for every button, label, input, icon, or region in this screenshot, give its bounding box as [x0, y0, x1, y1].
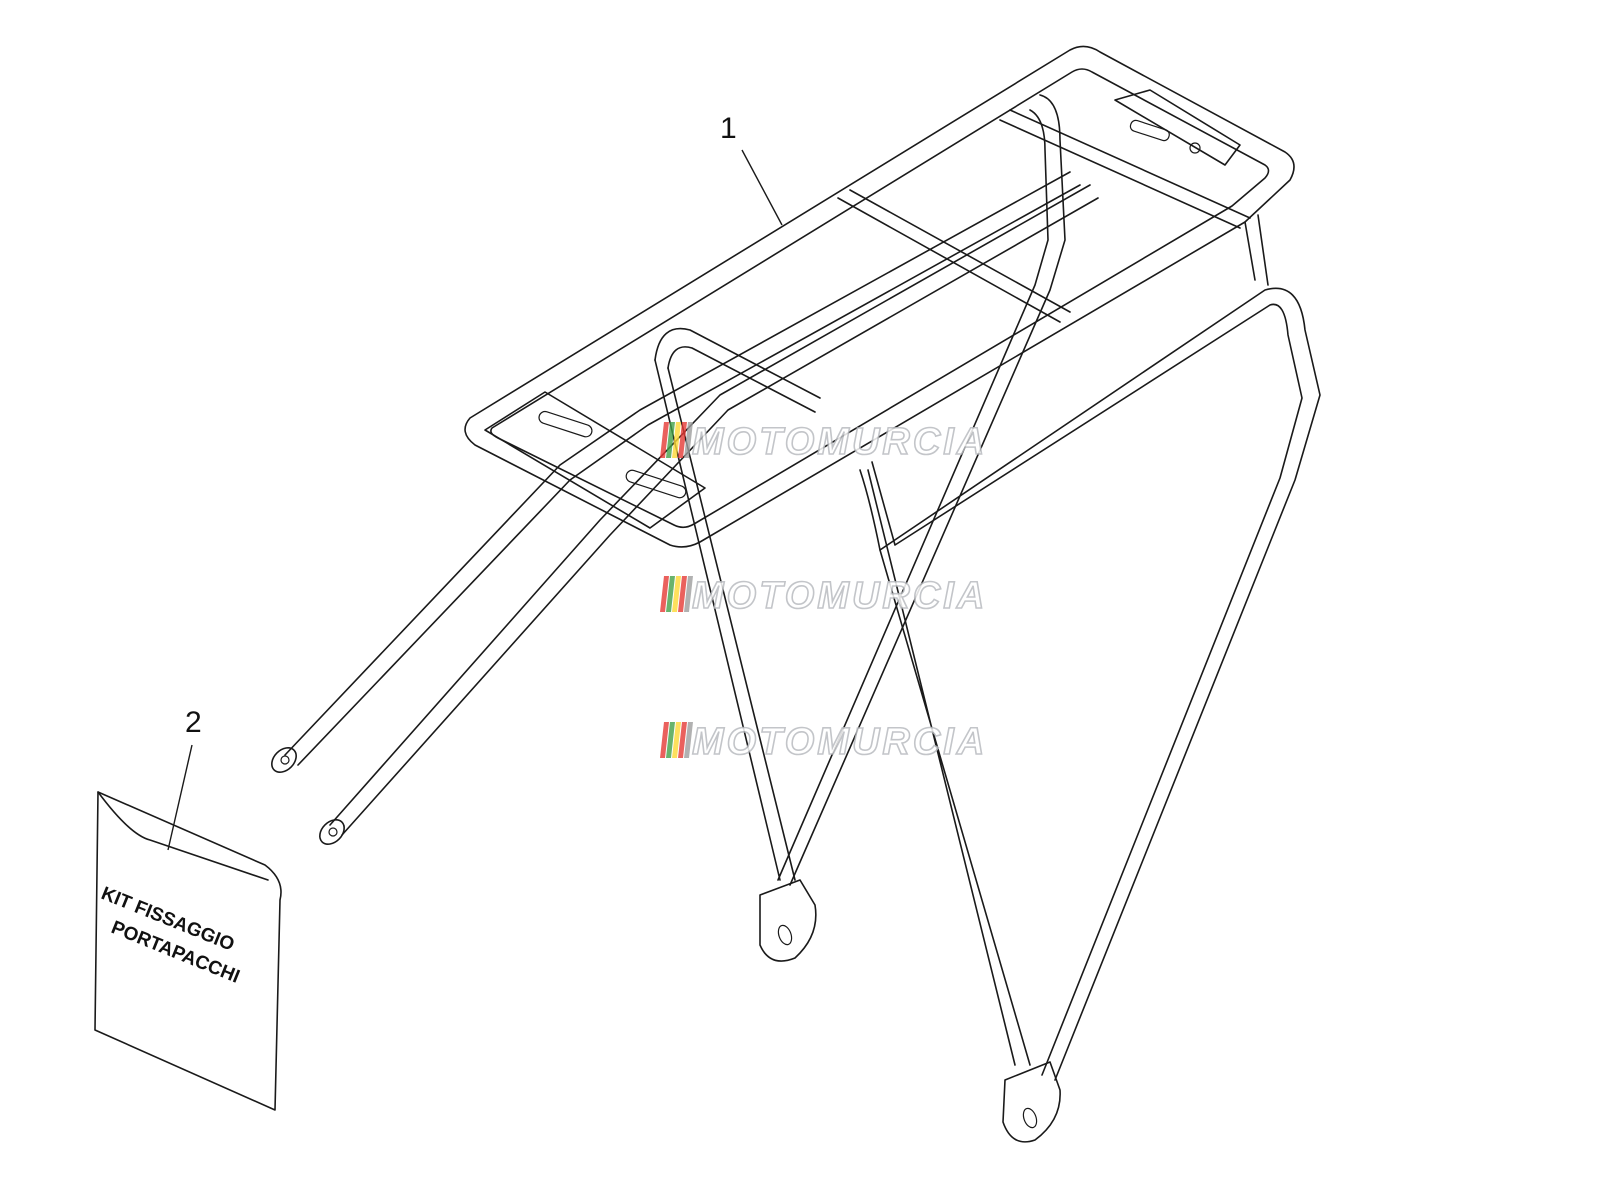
rack-crossbar-2: [999, 109, 1251, 229]
front-plate-slot-1: [538, 410, 593, 438]
rack-rear-foot: [1002, 1061, 1061, 1143]
watermark-stripe: [672, 576, 681, 612]
rail-eyelet-right-hole: [328, 827, 338, 837]
watermark-stripe: [660, 722, 669, 758]
watermark-3: MOTOMURCIA: [660, 720, 987, 764]
watermark-2: MOTOMURCIA: [660, 574, 987, 618]
front-foot-hole: [777, 924, 793, 946]
watermark-stripe: [684, 422, 693, 458]
watermark-stripe: [666, 576, 675, 612]
luggage-rack: [271, 45, 1321, 1143]
callout-leader-1: [741, 149, 783, 226]
rack-rear-plate: [1114, 89, 1241, 166]
rack-top-frame-outer: [464, 45, 1295, 548]
watermark-stripe: [678, 722, 687, 758]
watermark-stripe: [660, 576, 669, 612]
rack-rear-hoop: [859, 287, 1321, 1081]
watermark-text: MOTOMURCIA: [692, 721, 987, 763]
rack-lower-rail-right: [329, 184, 1099, 836]
watermark-stripe: [672, 422, 681, 458]
watermark-stripe: [666, 422, 675, 458]
watermark-stripes: [660, 722, 693, 758]
watermark-stripes: [660, 576, 693, 612]
callout-leader-2: [167, 744, 193, 851]
watermark-stripe: [684, 576, 693, 612]
callout-number-2: 2: [185, 706, 202, 739]
callout-number-1: 1: [720, 112, 737, 145]
watermark-stripe: [666, 722, 675, 758]
rack-front-plate: [484, 391, 706, 529]
watermark-text: MOTOMURCIA: [692, 421, 987, 463]
rack-rear-leg: [867, 469, 1031, 1066]
rack-front-u-loop: [654, 327, 821, 413]
kit-bag-outline: [94, 791, 282, 1111]
watermark-stripes: [660, 422, 693, 458]
rear-foot-hole: [1022, 1107, 1038, 1129]
kit-bag-flap: [97, 791, 269, 881]
watermark-1: MOTOMURCIA: [660, 420, 987, 464]
rack-front-foot: [759, 879, 817, 962]
rail-eyelet-right: [319, 819, 345, 845]
watermark-stripe: [678, 576, 687, 612]
callout-2: 2: [167, 706, 202, 851]
watermark-stripe: [678, 422, 687, 458]
rail-eyelet-left-hole: [280, 755, 290, 765]
front-plate-slot-2: [625, 469, 687, 499]
watermark-stripe: [660, 422, 669, 458]
watermark-stripe: [684, 722, 693, 758]
fixing-kit-bag: KIT FISSAGGIO PORTAPACCHI: [94, 791, 282, 1111]
rail-eyelet-left: [271, 747, 297, 773]
rack-front-brace: [777, 94, 1066, 886]
rear-plate-hole: [1189, 142, 1201, 154]
callout-1: 1: [720, 112, 783, 226]
watermark-stripe: [672, 722, 681, 758]
watermark-text: MOTOMURCIA: [692, 575, 987, 617]
rack-right-upright: [1244, 214, 1269, 286]
rear-plate-slot: [1129, 119, 1170, 142]
rack-lower-rail-left: [284, 171, 1081, 766]
